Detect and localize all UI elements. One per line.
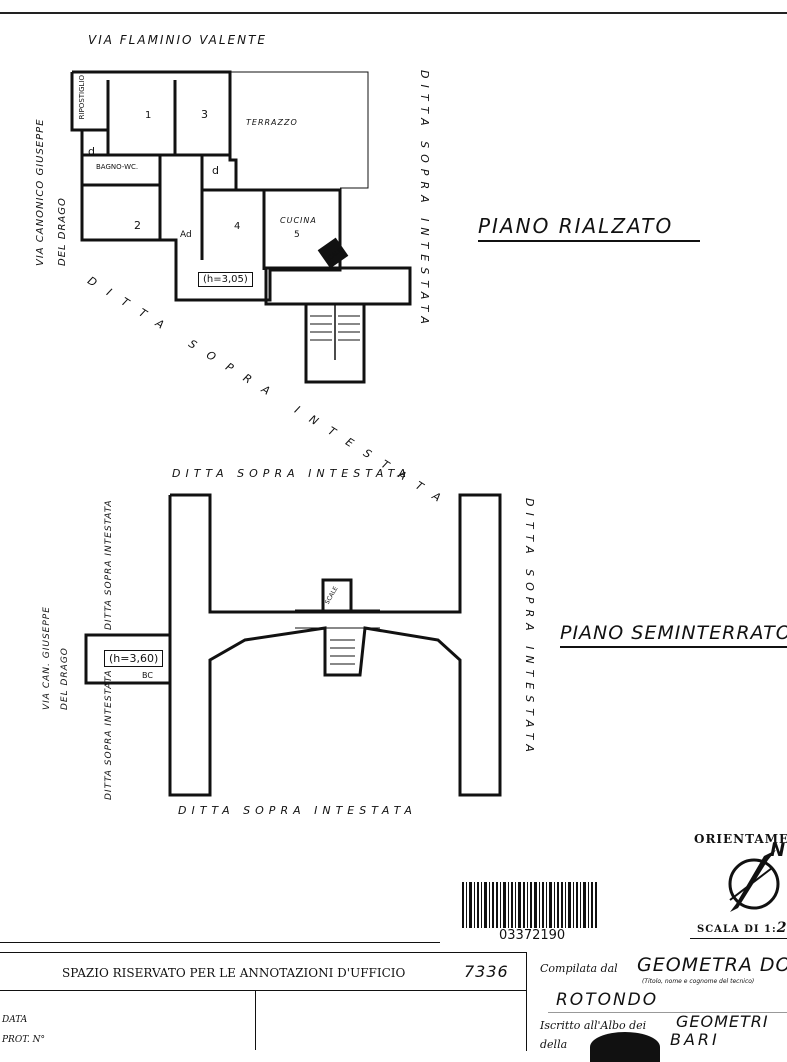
compilata-label: Compilata dal xyxy=(540,962,618,975)
office-block: SPAZIO RISERVATO PER LE ANNOTAZIONI D'UF… xyxy=(0,942,787,1062)
room-label-4: 4 xyxy=(234,221,241,232)
scale-label: SCALA DI 1:2 xyxy=(697,920,787,936)
side-label-right: DITTA SOPRA INTESTATA xyxy=(418,70,431,330)
room-height-label: (h=3,05) xyxy=(198,272,253,287)
compilata-rotondo: ROTONDO xyxy=(556,990,659,1010)
office-reserved-title: SPAZIO RISERVATO PER LE ANNOTAZIONI D'UF… xyxy=(62,966,406,980)
compilata-sub: (Titolo, nome e cognome del tecnico) xyxy=(642,978,755,985)
della-value: BARI xyxy=(670,1030,720,1049)
room-label-bagno: BAGNO-WC. xyxy=(96,163,139,171)
room-label-ingresso: Ad xyxy=(180,230,192,240)
street-label-top: VIA FLAMINIO VALENTE xyxy=(88,33,267,47)
side-label-bottom: DITTA SOPRA INTESTATA xyxy=(178,804,417,817)
room-label-disimpegno: d xyxy=(212,164,219,177)
compilata-underline xyxy=(548,1012,787,1013)
room-height-lower: (h=3,60) xyxy=(104,650,164,667)
plan-title-seminterrato: PIANO SEMINTERRATO xyxy=(560,622,787,648)
room-label-bc: BC xyxy=(142,671,153,680)
office-data-label: DATA xyxy=(2,1015,28,1025)
barcode xyxy=(462,882,597,928)
side-label-top: DITTA SOPRA INTESTATA xyxy=(172,467,411,480)
office-prot-label: PROT. N° xyxy=(2,1035,45,1045)
room-label-3: 3 xyxy=(201,108,208,121)
iscritto-label: Iscritto all'Albo dei xyxy=(540,1019,647,1032)
plan-title-rialzato: PIANO RIALZATO xyxy=(478,214,700,242)
scale-underline xyxy=(690,938,787,939)
compilata-value: GEOMETRA DON xyxy=(637,954,787,976)
office-header-rule xyxy=(0,990,526,991)
room-label-d-small: d xyxy=(88,145,95,158)
north-arrow-icon xyxy=(728,850,780,912)
street-label-left-lower: VIA CAN. GIUSEPPE DEL DRAGO xyxy=(42,606,70,710)
scale-value: 2 xyxy=(776,920,787,936)
room-label-2: 2 xyxy=(134,219,141,232)
stamp-mark xyxy=(590,1032,660,1062)
top-border-line xyxy=(0,12,787,14)
room-label-ripostiglio: RIPOSTIGLIO xyxy=(78,75,86,120)
office-handwritten-number: 7336 xyxy=(464,962,509,981)
north-mark: N xyxy=(770,840,787,861)
room-label-cucina: CUCINA xyxy=(280,216,317,225)
della-label: della xyxy=(540,1038,568,1051)
room-label-cucina-num: 5 xyxy=(294,230,300,240)
iscritto-value: GEOMETRI xyxy=(676,1012,769,1031)
barcode-number: 03372190 xyxy=(499,928,566,943)
room-label-1: 1 xyxy=(145,110,152,121)
floor-plan-rialzato xyxy=(70,70,412,384)
side-label-right-lower: DITTA SOPRA INTESTATA xyxy=(523,498,536,758)
room-label-terrazzo: TERRAZZO xyxy=(246,118,298,127)
floor-plan-seminterrato xyxy=(84,493,502,797)
office-rule xyxy=(0,942,440,943)
office-col-rule xyxy=(255,990,256,1050)
office-reserved-box xyxy=(0,952,527,1051)
scale-text: SCALA DI 1: xyxy=(697,924,777,935)
